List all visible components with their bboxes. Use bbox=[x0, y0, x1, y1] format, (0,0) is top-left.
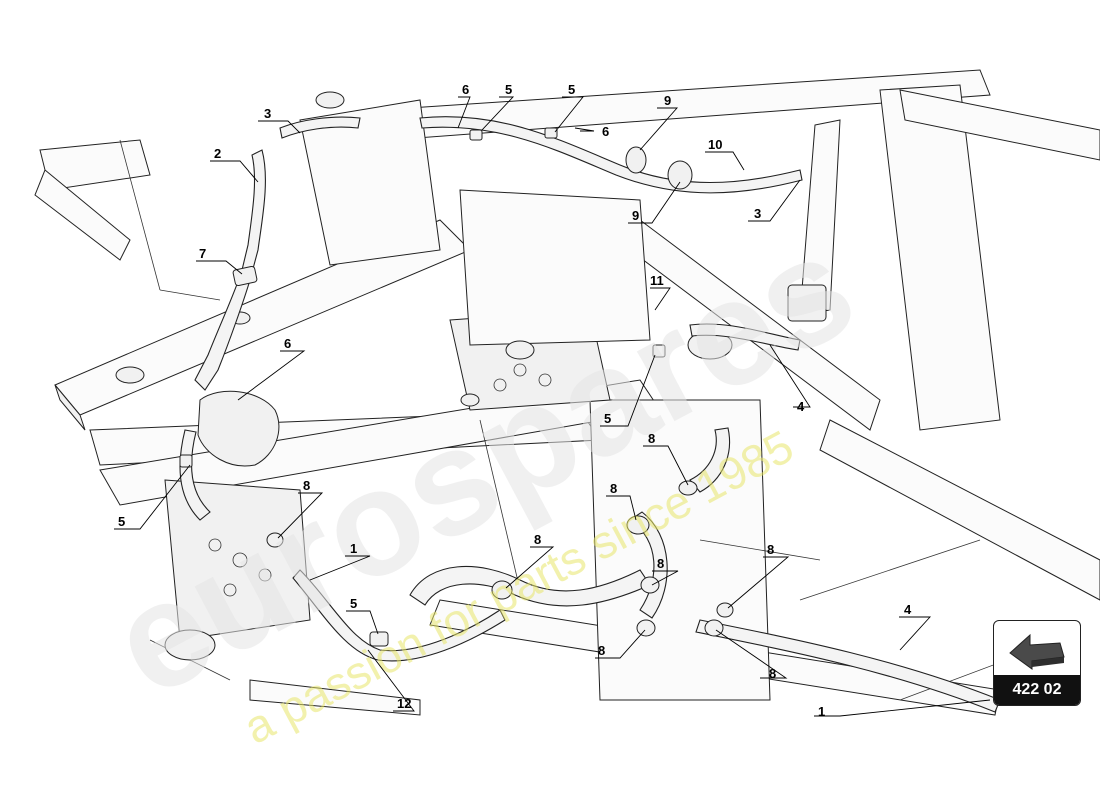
callout-5: 5 bbox=[118, 514, 125, 529]
callout-1: 1 bbox=[350, 541, 357, 556]
callout-3: 3 bbox=[264, 106, 271, 121]
callout-9: 9 bbox=[664, 93, 671, 108]
callout-10: 10 bbox=[708, 137, 722, 152]
callout-8: 8 bbox=[610, 481, 617, 496]
callout-1: 1 bbox=[818, 704, 825, 719]
callout-9: 9 bbox=[632, 208, 639, 223]
callout-8: 8 bbox=[534, 532, 541, 547]
callout-5: 5 bbox=[604, 411, 611, 426]
callout-11: 11 bbox=[650, 273, 664, 288]
callout-8: 8 bbox=[767, 542, 774, 557]
callout-8: 8 bbox=[648, 431, 655, 446]
callout-12: 12 bbox=[397, 696, 411, 711]
leader-lines bbox=[114, 96, 991, 717]
callout-7: 7 bbox=[199, 246, 206, 261]
callout-6: 6 bbox=[602, 124, 609, 139]
callout-8: 8 bbox=[769, 666, 776, 681]
direction-arrow-icon bbox=[1009, 633, 1065, 670]
hoses-and-components bbox=[179, 116, 1001, 713]
reference-code: 422 02 bbox=[994, 675, 1080, 705]
callout-8: 8 bbox=[657, 556, 664, 571]
callout-3: 3 bbox=[754, 206, 761, 221]
callout-2: 2 bbox=[214, 146, 221, 161]
callout-8: 8 bbox=[303, 478, 310, 493]
callout-6: 6 bbox=[284, 336, 291, 351]
callout-4: 4 bbox=[797, 399, 805, 414]
chassis-frame bbox=[34, 69, 1100, 716]
callouts: 3 2 7 6 5 5 6 9 10 9 3 11 4 6 5 8 8 8 5 … bbox=[118, 82, 912, 719]
callout-5: 5 bbox=[350, 596, 357, 611]
callout-5: 5 bbox=[568, 82, 575, 97]
reference-box: 422 02 bbox=[993, 620, 1081, 706]
callout-8: 8 bbox=[598, 643, 605, 658]
callout-4: 4 bbox=[904, 602, 912, 617]
callout-5: 5 bbox=[505, 82, 512, 97]
callout-6: 6 bbox=[462, 82, 469, 97]
